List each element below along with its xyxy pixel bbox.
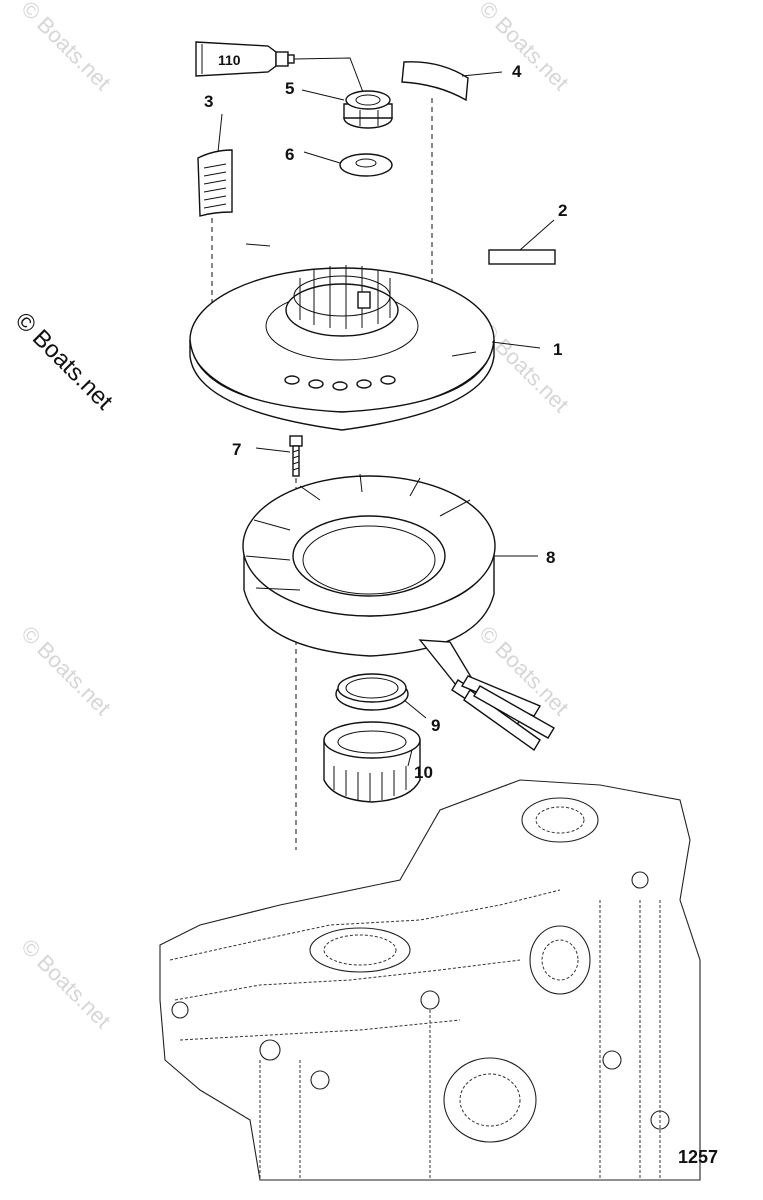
watermark-tile: © Boats.net [16,0,115,95]
sealant-tube: 110 [195,41,367,101]
callout-9: 9 [431,716,440,735]
callout-4: 4 [512,62,522,81]
stator-screw [289,435,303,477]
watermark-tile: © Boats.net [474,0,573,95]
leader-lines [217,71,555,767]
watermark-tile: © Boats.net [16,934,115,1033]
flywheel [189,243,495,431]
side-watermark: © Boats.net [10,307,118,415]
stator-pole-lines [245,473,471,591]
figure-number: 1257 [678,1147,718,1167]
ring [335,673,409,711]
ring-gear-teeth [333,766,407,801]
callout-6: 6 [285,145,294,164]
timing-decal [197,149,233,217]
callout-3: 3 [204,92,213,111]
callout-labels: 3 5 4 6 2 1 7 8 9 10 [204,62,567,782]
decal-strip [401,61,469,102]
callout-1: 1 [553,340,562,359]
flywheel-nut [343,90,393,129]
callout-5: 5 [285,79,294,98]
engine-block [159,779,701,1181]
sealant-tube-label: 110 [218,52,241,68]
callout-7: 7 [232,440,241,459]
callout-10: 10 [414,763,433,782]
flywheel-hub-teeth [299,265,391,329]
flywheel-washer [339,153,393,177]
flywheel-holes [284,375,396,391]
stator-wire-leads [451,675,555,752]
callout-8: 8 [546,548,555,567]
watermark-tile: © Boats.net [16,621,115,720]
callout-2: 2 [558,201,567,220]
stator [242,473,555,752]
flywheel-key [488,249,556,265]
ring-gear [323,721,421,803]
